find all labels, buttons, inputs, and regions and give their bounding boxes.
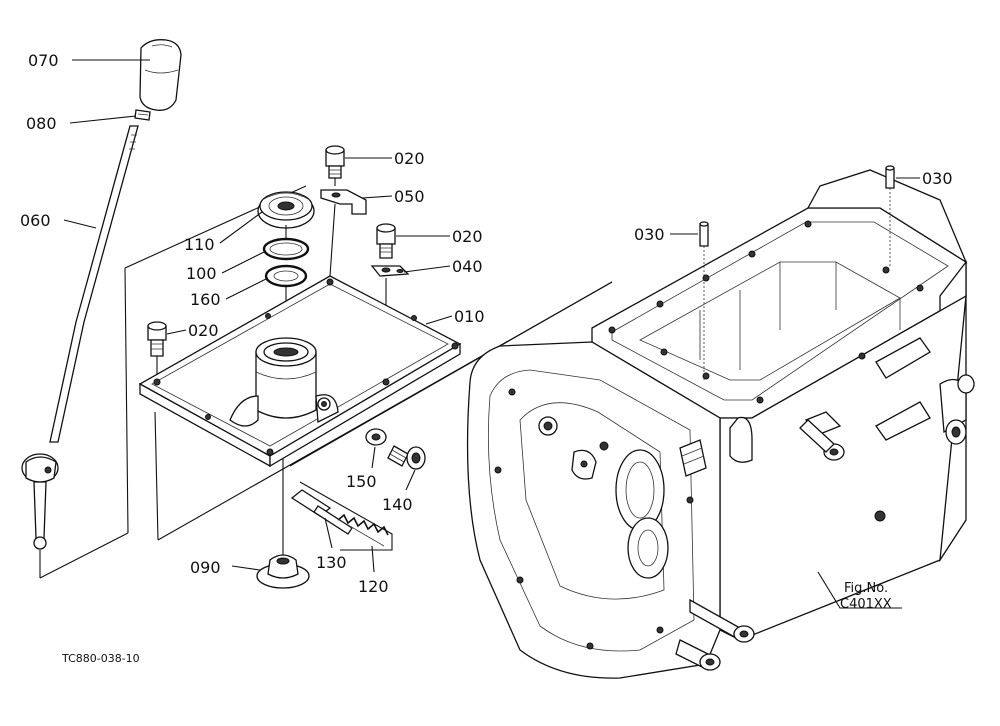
bolt-left-part bbox=[147, 321, 167, 357]
fig-no-label: Fig.No. bbox=[844, 581, 888, 596]
washer-part bbox=[264, 264, 308, 288]
callout-110: 110 bbox=[184, 235, 215, 254]
callout-060: 060 bbox=[20, 211, 51, 230]
lever-rod-part bbox=[21, 125, 139, 550]
callout-010: 010 bbox=[454, 307, 485, 326]
callout-120: 120 bbox=[358, 577, 389, 596]
callout-040: 040 bbox=[452, 257, 483, 276]
callout-020-mid: 020 bbox=[452, 227, 483, 246]
nut-part bbox=[134, 109, 151, 121]
callout-020-left: 020 bbox=[188, 321, 219, 340]
axis-line-clip bbox=[329, 203, 336, 277]
bolt-mid-part bbox=[376, 223, 396, 259]
callout-150: 150 bbox=[346, 472, 377, 491]
stopper-part bbox=[290, 489, 353, 535]
clip-part bbox=[320, 189, 367, 215]
gasket-part bbox=[365, 428, 387, 446]
fig-no-leader bbox=[817, 571, 902, 609]
callout-070: 070 bbox=[28, 51, 59, 70]
callout-020-top: 020 bbox=[394, 149, 425, 168]
callout-130: 130 bbox=[316, 553, 347, 572]
guide-part bbox=[256, 554, 310, 589]
callout-030-right: 030 bbox=[922, 169, 953, 188]
fig-no-code: C401XX bbox=[840, 597, 892, 612]
drawing-code: TC880-038-10 bbox=[61, 652, 140, 665]
transmission-case bbox=[466, 169, 975, 679]
screw-part bbox=[387, 445, 426, 470]
plate-part bbox=[370, 265, 410, 277]
knob-part bbox=[139, 39, 182, 111]
pin-right-part bbox=[885, 165, 895, 189]
assembly-bracket-lines bbox=[39, 185, 613, 579]
callout-160: 160 bbox=[190, 290, 221, 309]
cover-part bbox=[138, 275, 462, 468]
leader-lines bbox=[63, 59, 920, 573]
callout-080: 080 bbox=[26, 114, 57, 133]
seal-part bbox=[257, 191, 315, 229]
callout-050: 050 bbox=[394, 187, 425, 206]
spring-part bbox=[335, 513, 389, 547]
callout-labels: 070 080 060 020 050 020 110 100 160 040 … bbox=[20, 51, 953, 596]
callout-140: 140 bbox=[382, 495, 413, 514]
callout-030-left: 030 bbox=[634, 225, 665, 244]
callout-090: 090 bbox=[190, 558, 221, 577]
spring-bracket-line bbox=[299, 481, 393, 551]
bolt-top-part bbox=[325, 145, 345, 179]
pin-left-part bbox=[699, 221, 709, 247]
callout-100: 100 bbox=[186, 264, 217, 283]
ring-part bbox=[262, 237, 310, 261]
